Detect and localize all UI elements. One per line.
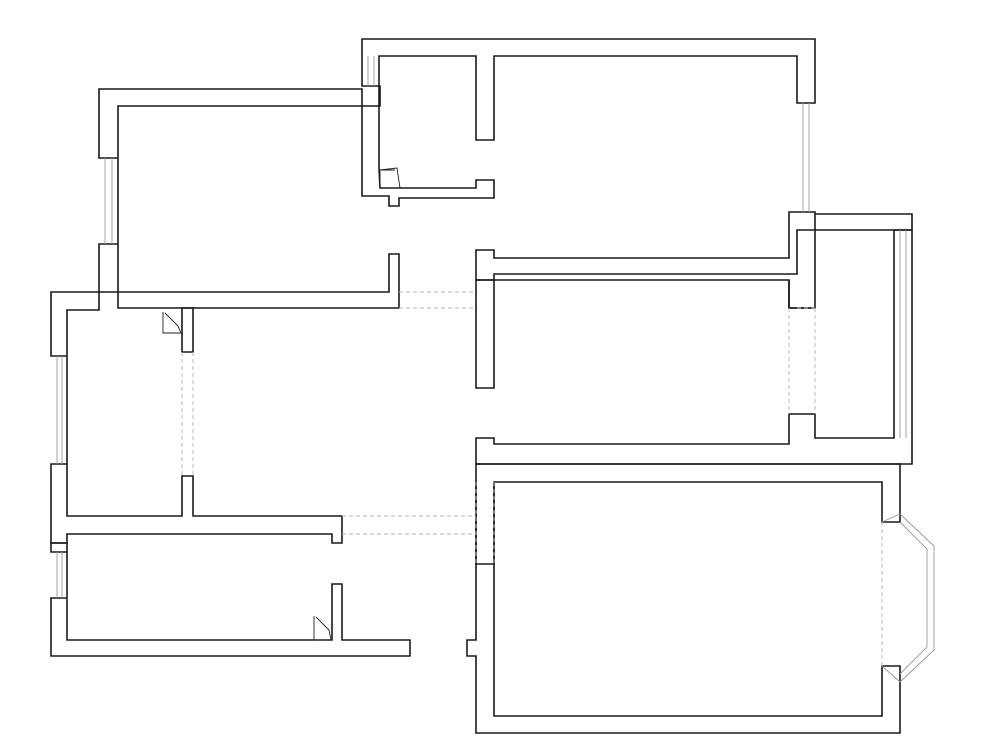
door-symbols bbox=[162, 167, 401, 641]
room-bottom-right-living bbox=[466, 463, 901, 734]
room-bottom-left bbox=[50, 542, 411, 657]
room-top-middle-bathroom bbox=[361, 38, 816, 207]
door-top-bathroom bbox=[379, 167, 401, 189]
door-bottom-left bbox=[313, 616, 332, 641]
openings bbox=[181, 291, 883, 666]
room-middle-left bbox=[50, 291, 343, 544]
door-middle-left bbox=[162, 312, 182, 334]
room-top-left-bedroom bbox=[98, 88, 400, 309]
room-middle-right-bedroom bbox=[475, 213, 913, 465]
room-top-right-bedroom bbox=[475, 211, 816, 281]
windows bbox=[56, 56, 907, 598]
bay-window bbox=[881, 513, 935, 683]
